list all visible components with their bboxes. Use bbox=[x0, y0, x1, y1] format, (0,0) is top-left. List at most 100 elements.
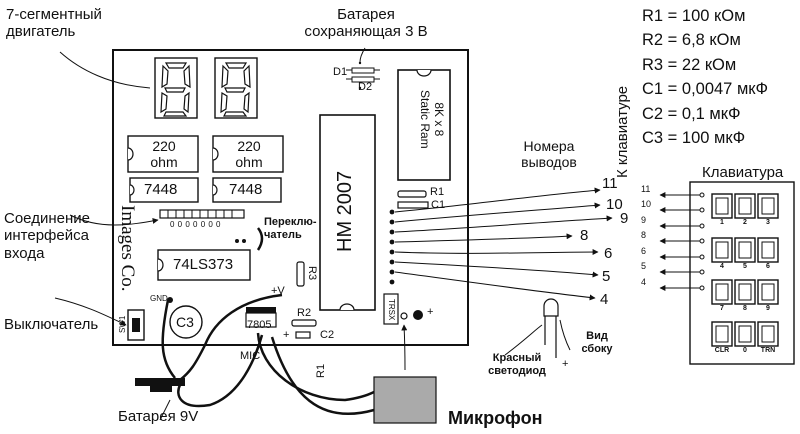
r1-label: R1 bbox=[430, 186, 445, 198]
keypad-pin-label: 4 bbox=[641, 277, 647, 287]
keypad-key-label: 5 bbox=[743, 263, 747, 270]
keypad-key-inner bbox=[761, 283, 775, 301]
keypad-key-label: 8 bbox=[743, 305, 747, 312]
pin-number-5: 5 bbox=[602, 268, 611, 285]
main-chip-label: HM 2007 bbox=[334, 170, 356, 252]
keypad-pin-label: 9 bbox=[641, 215, 647, 225]
red-led-label: Красный светодиод bbox=[488, 352, 546, 377]
keypad-key-label: 7 bbox=[720, 305, 724, 312]
keypad-key-label: 2 bbox=[743, 219, 747, 226]
keypad-key-label: 6 bbox=[766, 263, 770, 270]
to-keyboard-label: К клавиатуре bbox=[614, 85, 631, 178]
keypad-pin-dot bbox=[699, 269, 705, 275]
output-pins bbox=[389, 209, 395, 285]
keypad-key-label: 9 bbox=[766, 305, 770, 312]
latch-chip bbox=[157, 249, 251, 281]
red-led bbox=[543, 298, 559, 358]
seven-segment-display-1 bbox=[154, 57, 198, 119]
switch-label: Выключатель bbox=[4, 316, 99, 333]
battery-9v bbox=[135, 378, 185, 392]
pin-number-4: 4 bbox=[600, 291, 609, 308]
component-r1: R1 = 100 кОм bbox=[642, 7, 746, 25]
microphone-block bbox=[373, 376, 437, 424]
resistor-r3 bbox=[296, 261, 305, 287]
regulator-label: 7805 bbox=[247, 319, 272, 331]
keypad-key-inner bbox=[761, 325, 775, 343]
plus-label: + bbox=[427, 306, 434, 318]
component-c3: C3 = 100 мкФ bbox=[642, 129, 746, 148]
seven-segment-label: 7-сегментный двигатель bbox=[6, 6, 102, 41]
pin-number-9: 9 bbox=[620, 210, 629, 227]
pin-numbers-label: Номера выводов bbox=[521, 138, 577, 171]
gnd-label: GND bbox=[150, 294, 168, 303]
side-view-label: Вид сбоку bbox=[581, 330, 613, 355]
keypad-key-inner bbox=[738, 325, 752, 343]
keypad-key-inner bbox=[715, 325, 729, 343]
diodes bbox=[346, 61, 380, 90]
keypad-pin-label: 8 bbox=[641, 230, 647, 240]
d2-label: D2 bbox=[358, 81, 373, 93]
keypad-key-label: 0 bbox=[743, 347, 747, 354]
c1-label: C1 bbox=[431, 199, 446, 211]
pointer-lines bbox=[54, 47, 571, 421]
keypad-pin-dot bbox=[699, 192, 705, 198]
keypad-key-label: CLR bbox=[714, 347, 730, 354]
static-ram-chip bbox=[397, 69, 451, 181]
data-pins-label: 0 0 0 0 0 0 0 bbox=[170, 220, 221, 229]
keypad-key-inner bbox=[761, 241, 775, 259]
component-r2: R2 = 6,8 кОм bbox=[642, 31, 741, 50]
interface-connector bbox=[159, 209, 245, 219]
keypad-key-inner bbox=[738, 197, 752, 215]
keypad-key-inner bbox=[738, 241, 752, 259]
resistor-r1 bbox=[397, 190, 427, 198]
regulator-7805 bbox=[246, 307, 276, 313]
keypad-key-inner bbox=[715, 241, 729, 259]
led-plus-label: + bbox=[562, 358, 569, 370]
component-c2: C2 = 0,1 мкФ bbox=[642, 104, 741, 123]
component-r3: R3 = 22 кОм bbox=[642, 55, 737, 74]
seven-segment-display-2 bbox=[214, 57, 258, 119]
keypad-pin-dot bbox=[699, 285, 705, 291]
battery-9v-label: Батарея 9V bbox=[118, 408, 199, 425]
resistor-r2 bbox=[291, 319, 317, 327]
keypad-key-inner bbox=[715, 283, 729, 301]
mic-label: MIC bbox=[240, 350, 261, 362]
output-wires bbox=[394, 187, 613, 301]
plus-v-label: +V bbox=[271, 285, 285, 297]
sw1-label: SW1 bbox=[118, 315, 127, 333]
pin-number-11: 11 bbox=[602, 175, 618, 192]
keypad-pin-dot bbox=[699, 207, 705, 213]
c3-label: C3 bbox=[176, 314, 194, 330]
keypad-key-label: 3 bbox=[766, 219, 770, 226]
capacitor-c3 bbox=[169, 305, 203, 339]
keypad-pin-dot bbox=[699, 223, 705, 229]
c2-plus-label: + bbox=[283, 329, 290, 341]
keypad-pin-label: 5 bbox=[641, 261, 647, 271]
pin-number-6: 6 bbox=[604, 245, 613, 262]
keypad-keys bbox=[711, 193, 779, 347]
keypad-pin-label: 6 bbox=[641, 246, 647, 256]
component-c1: C1 = 0,0047 мкФ bbox=[642, 80, 769, 99]
keypad-key-inner bbox=[738, 283, 752, 301]
keypad-pin-label: 11 bbox=[641, 184, 651, 194]
keypad-key-inner bbox=[761, 197, 775, 215]
c2-label: C2 bbox=[320, 329, 335, 341]
decoder-2-label: 7448 bbox=[229, 181, 263, 198]
backup-battery-label: Батарея сохраняющая 3 В bbox=[304, 6, 428, 41]
watermark: Images Co. bbox=[117, 205, 138, 292]
interface-connection-label: Соединение интерфейса входа bbox=[4, 210, 90, 262]
capacitor-c1 bbox=[397, 201, 429, 209]
resistor-network-2 bbox=[212, 135, 284, 173]
r3-label: R3 bbox=[306, 266, 318, 281]
pin-number-8: 8 bbox=[580, 227, 589, 244]
keypad-key-inner bbox=[715, 197, 729, 215]
wires bbox=[161, 293, 375, 416]
r2-label: R2 bbox=[297, 307, 312, 319]
pin-number-10: 10 bbox=[606, 196, 623, 213]
trsx-label: TRSX bbox=[387, 299, 396, 321]
